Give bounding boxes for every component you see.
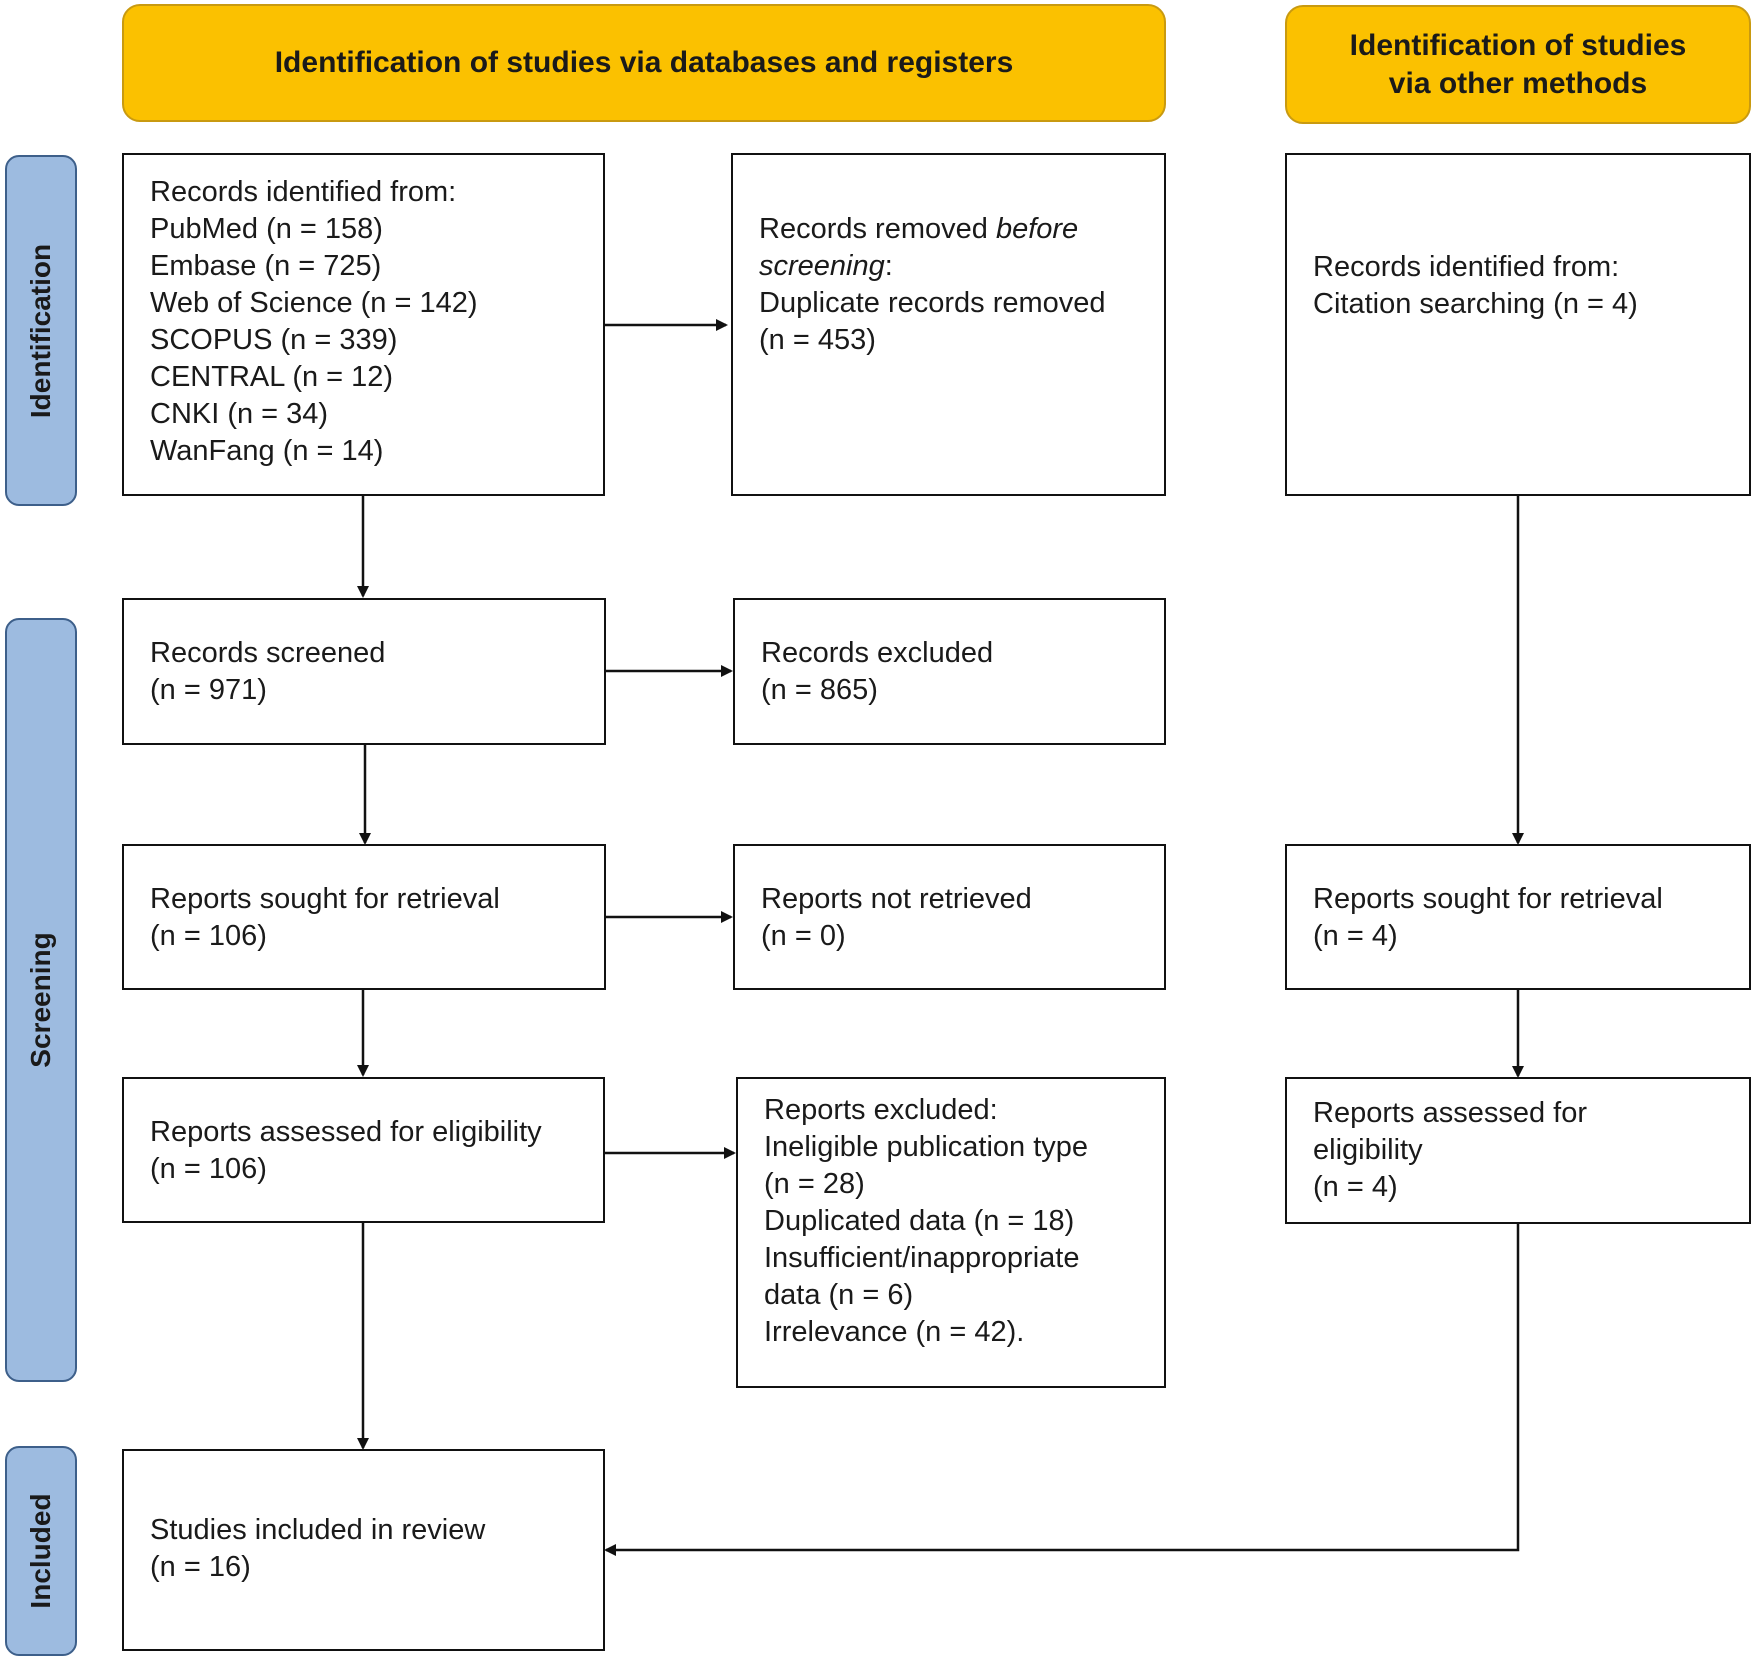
header-other-methods: Identification of studies via other meth… [1285, 5, 1751, 124]
records-removed-count: (n = 453) [759, 324, 876, 356]
box-studies-included: Studies included in review (n = 16) [122, 1449, 605, 1651]
header-databases-registers: Identification of studies via databases … [122, 4, 1166, 122]
reports-not-retrieved-count: (n = 0) [761, 920, 846, 952]
other-reports-sought-label: Reports sought for retrieval [1313, 883, 1663, 915]
source-wanfang: WanFang (n = 14) [150, 435, 384, 467]
records-removed-prefix: Records removed [759, 213, 996, 245]
records-removed-screening: screening [759, 250, 885, 282]
reports-excluded-insufficient: Insufficient/inappropriate [764, 1242, 1080, 1274]
reports-assessed-count: (n = 106) [150, 1153, 267, 1185]
other-reports-sought-count: (n = 4) [1313, 920, 1398, 952]
other-records-identified-title: Records identified from: [1313, 251, 1620, 283]
reports-excluded-insufficient-count: data (n = 6) [764, 1279, 914, 1311]
reports-excluded-irrelevance: Irrelevance (n = 42). [764, 1316, 1025, 1348]
box-other-records-identified: Records identified from: Citation search… [1285, 153, 1751, 496]
other-reports-assessed-line2: eligibility [1313, 1134, 1423, 1166]
reports-not-retrieved-label: Reports not retrieved [761, 883, 1032, 915]
source-embase: Embase (n = 725) [150, 250, 382, 282]
stage-identification: Identification [5, 155, 77, 506]
arrow-other-assessed-to-included [604, 1224, 1520, 1556]
box-reports-not-retrieved: Reports not retrieved (n = 0) [733, 844, 1166, 990]
header-databases-text: Identification of studies via databases … [274, 46, 1014, 79]
studies-included-count: (n = 16) [150, 1551, 251, 1583]
records-removed-line1: Records removed before [759, 211, 1144, 248]
source-pubmed: PubMed (n = 158) [150, 213, 383, 245]
reports-excluded-ineligible: Ineligible publication type [764, 1131, 1089, 1163]
stage-screening: Screening [5, 618, 77, 1382]
box-reports-excluded: Reports excluded: Ineligible publication… [736, 1077, 1166, 1388]
reports-excluded-title: Reports excluded: [764, 1094, 998, 1126]
records-screened-count: (n = 971) [150, 674, 267, 706]
box-records-removed: Records removed before screening: Duplic… [731, 153, 1166, 496]
records-removed-duplicates: Duplicate records removed [759, 287, 1106, 319]
other-reports-assessed-count: (n = 4) [1313, 1171, 1398, 1203]
records-identified-title: Records identified from: [150, 176, 457, 208]
source-web-of-science: Web of Science (n = 142) [150, 287, 478, 319]
box-records-identified: Records identified from: PubMed (n = 158… [122, 153, 605, 496]
stage-included-label: Included [25, 1493, 56, 1609]
reports-sought-count: (n = 106) [150, 920, 267, 952]
reports-sought-label: Reports sought for retrieval [150, 883, 500, 915]
header-other-line2: via other methods [1388, 66, 1648, 100]
box-records-screened: Records screened (n = 971) [122, 598, 606, 745]
reports-excluded-ineligible-count: (n = 28) [764, 1168, 865, 1200]
stage-screening-label: Screening [25, 932, 56, 1068]
box-reports-assessed: Reports assessed for eligibility (n = 10… [122, 1077, 605, 1223]
records-removed-colon: : [884, 250, 893, 282]
other-citation-searching: Citation searching (n = 4) [1313, 288, 1638, 320]
reports-excluded-duplicated: Duplicated data (n = 18) [764, 1205, 1075, 1237]
box-reports-sought: Reports sought for retrieval (n = 106) [122, 844, 606, 990]
stage-identification-label: Identification [25, 243, 56, 418]
records-removed-before: before [995, 213, 1079, 245]
box-records-excluded: Records excluded (n = 865) [733, 598, 1166, 745]
box-other-reports-assessed: Reports assessed for eligibility (n = 4) [1285, 1077, 1751, 1224]
source-cnki: CNKI (n = 34) [150, 398, 329, 430]
records-excluded-label: Records excluded [761, 637, 994, 669]
box-other-reports-sought: Reports sought for retrieval (n = 4) [1285, 844, 1751, 990]
header-other-line1: Identification of studies [1349, 28, 1687, 62]
reports-assessed-label: Reports assessed for eligibility [150, 1116, 542, 1148]
source-scopus: SCOPUS (n = 339) [150, 324, 398, 356]
source-central: CENTRAL (n = 12) [150, 361, 394, 393]
records-excluded-count: (n = 865) [761, 674, 878, 706]
records-screened-label: Records screened [150, 637, 386, 669]
records-removed-line2: screening: [759, 248, 1144, 285]
stage-included: Included [5, 1446, 77, 1656]
studies-included-label: Studies included in review [150, 1514, 486, 1546]
other-reports-assessed-line1: Reports assessed for [1313, 1097, 1588, 1129]
